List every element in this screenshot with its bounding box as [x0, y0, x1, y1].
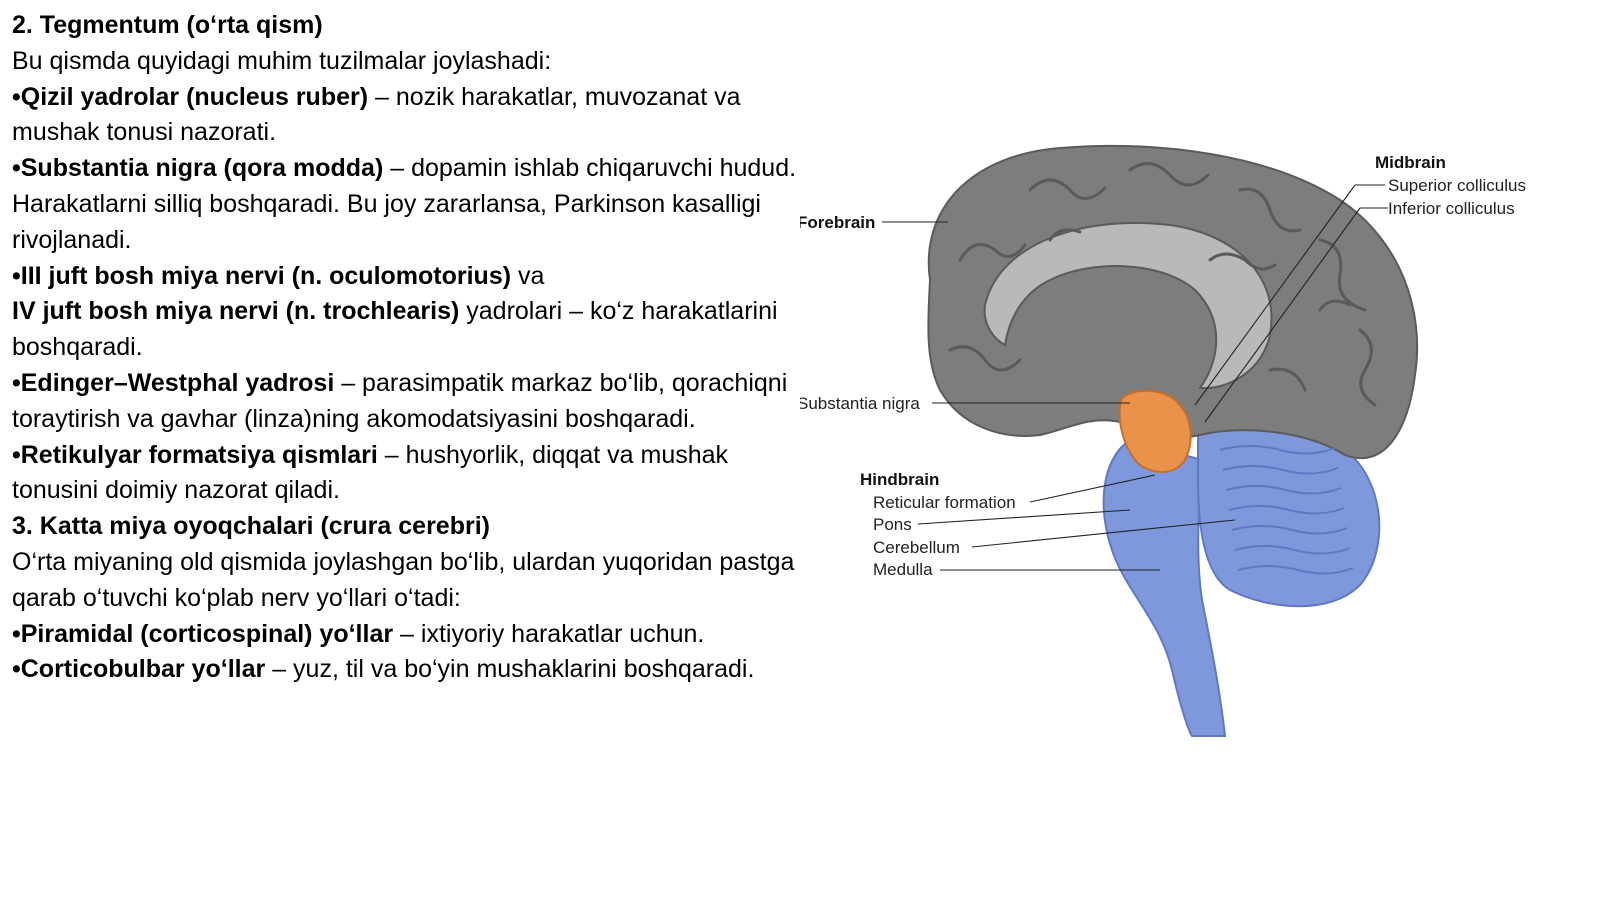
gyrus-fold: [1318, 238, 1367, 312]
pons-leader: [917, 509, 1131, 525]
label-midbrain: Midbrain: [1375, 153, 1446, 172]
label-hindbrain: Hindbrain: [860, 470, 939, 489]
cerebellum-fold: [1234, 545, 1351, 555]
label-substantia-nigra: Substantia nigra: [800, 394, 920, 413]
bullet-corticobulbar: •Corticobulbar yo‘llar – yuz, til va bo‘…: [12, 655, 755, 684]
bullet-oculomotorius: •III juft bosh miya nervi (n. oculomotor…: [12, 261, 545, 290]
bullet-reticular-formation: •Retikulyar formatsiya qismlari – hushyo…: [12, 440, 729, 505]
label-cerebellum: Cerebellum: [873, 538, 960, 557]
gyrus-fold: [1318, 299, 1352, 312]
bullet-trochlearis: IV juft bosh miya nervi (n. trochlearis)…: [12, 297, 778, 362]
corpus-callosum-shape: [983, 221, 1273, 390]
label-pons: Pons: [873, 515, 912, 534]
cerebrum-shape: [927, 144, 1419, 460]
bullet-pyramidal: •Piramidal (corticospinal) yo‘llar – ixt…: [12, 619, 705, 648]
cerebellum-fold: [1231, 525, 1348, 535]
gyrus-fold: [1208, 252, 1277, 271]
label-superior-colliculus: Superior colliculus: [1388, 176, 1526, 195]
label-medulla: Medulla: [873, 560, 933, 579]
label-reticular-formation: Reticular formation: [873, 493, 1016, 512]
bullet-edinger-westphal: •Edinger–Westphal yadrosi – parasimpatik…: [12, 368, 788, 433]
brainstem-shape: [1102, 438, 1227, 737]
intro-text: Bu qismda quyidagi muhim tuzilmalar joyl…: [12, 46, 552, 75]
midbrain-sc-leader-diag: [1194, 184, 1356, 406]
midbrain-shape: [1118, 389, 1192, 473]
cerebellum-fold: [1237, 565, 1354, 575]
brain-illustration: Forebrain Midbrain Superior colliculus I…: [800, 144, 1526, 737]
midbrain-ic-leader-diag: [1204, 207, 1361, 423]
gyrus-fold: [1358, 328, 1377, 407]
brain-diagram: Forebrain Midbrain Superior colliculus I…: [800, 130, 1590, 770]
gyrus-fold: [1048, 228, 1082, 242]
cerebellum-fold: [1222, 465, 1339, 475]
gyrus-fold: [1238, 187, 1302, 233]
cerebellum-fold: [1225, 485, 1342, 495]
gyrus-fold: [958, 242, 1027, 262]
gyrus-fold: [1128, 162, 1210, 187]
label-forebrain: Forebrain: [800, 213, 875, 232]
gyri-pattern: [948, 162, 1377, 407]
heading-tegmentum: 2. Tegmentum (o‘rta qism): [12, 11, 323, 39]
cerebellum-leader: [971, 519, 1236, 548]
cerebellum-folia: [1219, 445, 1354, 575]
cerebellum-fold: [1219, 445, 1336, 455]
label-inferior-colliculus: Inferior colliculus: [1388, 199, 1515, 218]
gyrus-fold: [1028, 178, 1107, 200]
reticular-formation-leader: [1029, 474, 1156, 503]
gyrus-fold: [1268, 367, 1307, 392]
cerebellum-fold: [1228, 505, 1345, 515]
lecture-text: 2. Tegmentum (o‘rta qism) Bu qismda quyi…: [12, 8, 802, 688]
bullet-nucleus-ruber: •Qizil yadrolar (nucleus ruber) – nozik …: [12, 82, 741, 147]
bullet-substantia-nigra: •Substantia nigra (qora modda) – dopamin…: [12, 154, 797, 254]
gyrus-fold: [948, 345, 1022, 372]
crura-description: O‘rta miyaning old qismida joylashgan bo…: [12, 547, 795, 612]
heading-crura-cerebri: 3. Katta miya oyoqchalari (crura cerebri…: [12, 512, 490, 541]
